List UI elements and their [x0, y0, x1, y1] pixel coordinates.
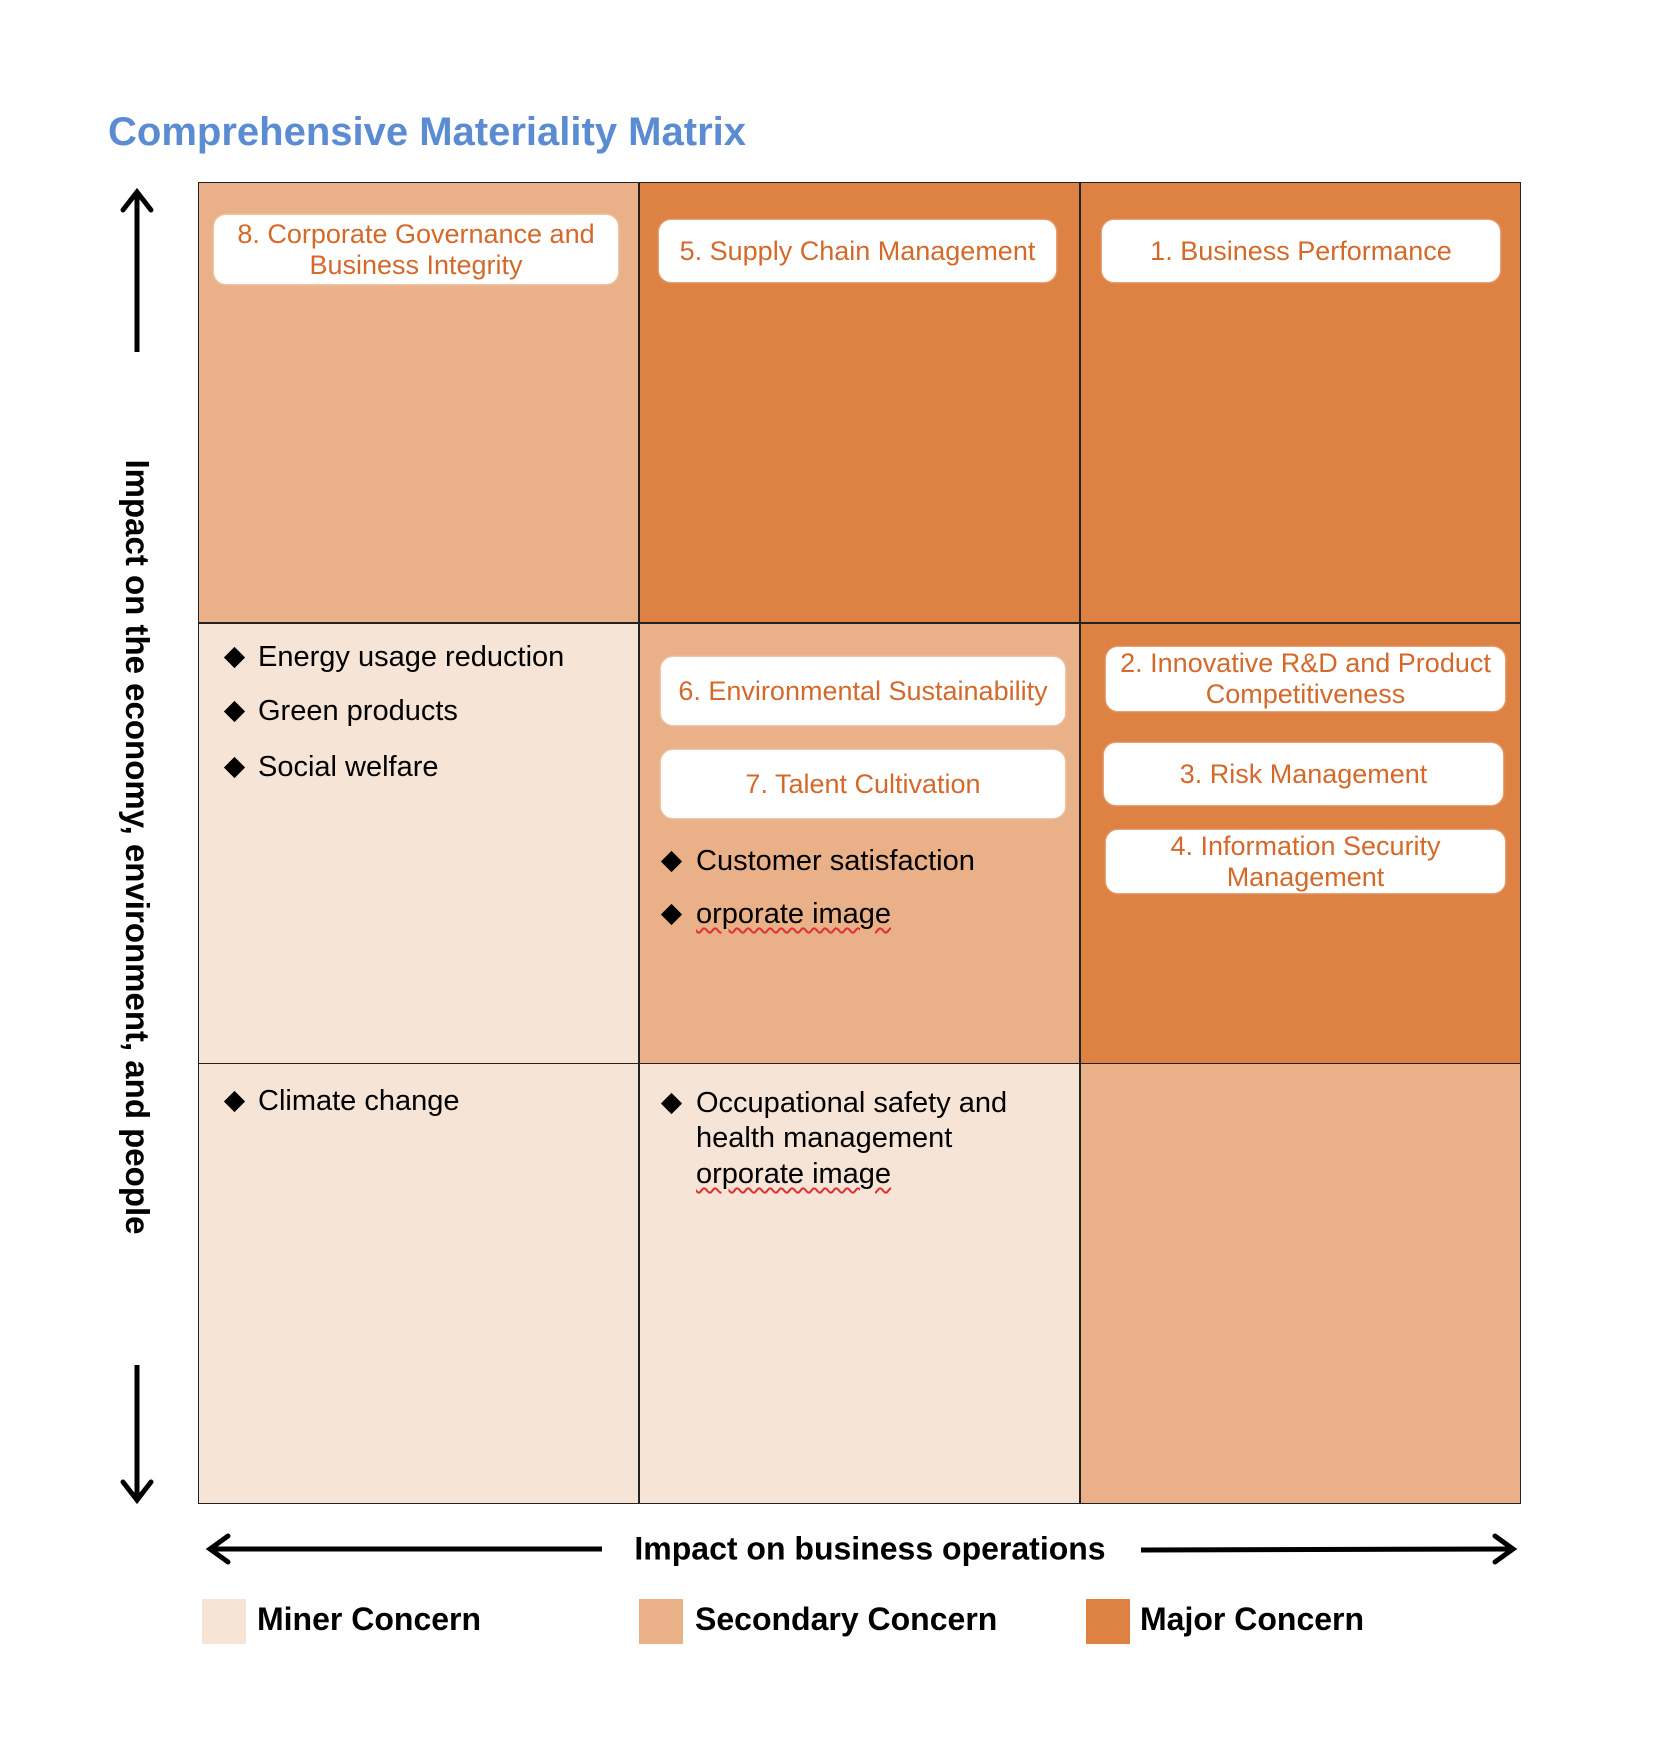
- bullet-item-continuation: health management: [696, 1122, 953, 1154]
- topic-innovative-rd: 2. Innovative R&D and Product Competitiv…: [1106, 647, 1505, 711]
- topic-supply-chain: 5. Supply Chain Management: [659, 220, 1056, 282]
- topic-corporate-governance: 8. Corporate Governance and Business Int…: [214, 215, 618, 284]
- legend-swatch-secondary: [639, 1599, 683, 1644]
- bullet-item: Social welfare: [258, 751, 439, 783]
- arrow-up-icon: [120, 187, 154, 352]
- bullet-item: orporate image: [696, 898, 892, 930]
- arrow-down-icon: [120, 1365, 154, 1505]
- cell-mid-low: [198, 623, 639, 1064]
- y-axis-label: Impact on the economy, environment, and …: [119, 459, 156, 1235]
- cell-low-low: [198, 1063, 639, 1504]
- cell-low-mid: [639, 1063, 1080, 1504]
- bullet-item: Customer satisfaction: [696, 845, 975, 877]
- bullet-item: Climate change: [258, 1085, 460, 1117]
- arrow-left-icon: [205, 1533, 602, 1565]
- bullet-item: Green products: [258, 695, 458, 727]
- topic-information-security: 4. Information Security Management: [1106, 830, 1505, 893]
- legend-label-minor: Miner Concern: [257, 1601, 482, 1637]
- bullet-item-continuation: orporate image: [696, 1158, 892, 1190]
- bullet-item: Energy usage reduction: [258, 641, 565, 673]
- x-axis-label: Impact on business operations: [634, 1530, 1106, 1567]
- legend-label-major: Major Concern: [1140, 1601, 1365, 1637]
- cell-low-high: [1080, 1063, 1521, 1504]
- topic-business-performance: 1. Business Performance: [1102, 220, 1500, 282]
- page-title: Comprehensive Materiality Matrix: [108, 110, 746, 154]
- legend-label-secondary: Secondary Concern: [695, 1601, 998, 1637]
- legend-swatch-major: [1086, 1599, 1130, 1644]
- topic-talent-cultivation: 7. Talent Cultivation: [661, 750, 1065, 818]
- topic-risk-management: 3. Risk Management: [1104, 743, 1503, 805]
- legend-swatch-minor: [202, 1599, 246, 1644]
- topic-environmental-sustainability: 6. Environmental Sustainability: [661, 657, 1065, 725]
- bullet-item: Occupational safety and: [696, 1087, 1008, 1119]
- arrow-right-icon: [1140, 1533, 1518, 1565]
